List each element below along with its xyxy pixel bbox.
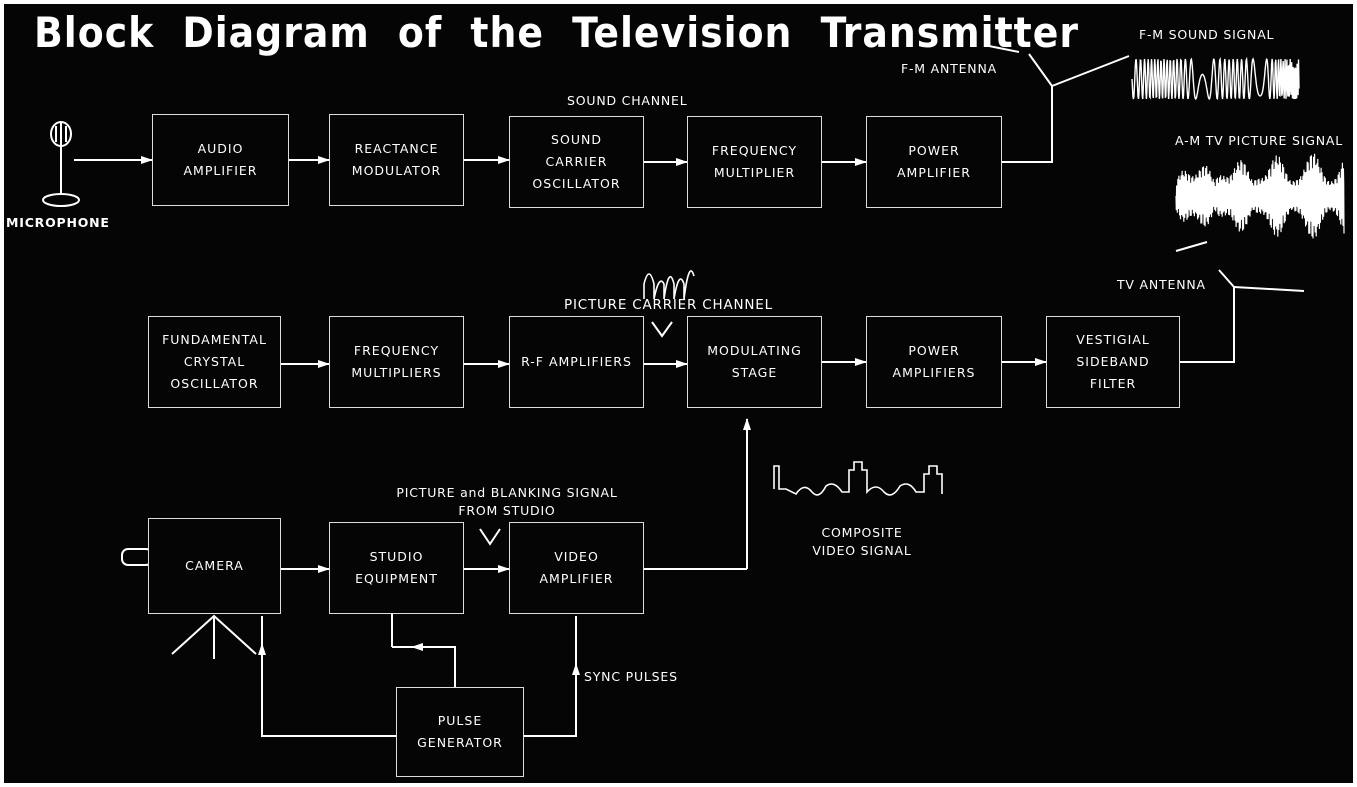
- composite-video-signal-label: COMPOSITE VIDEO SIGNAL: [792, 524, 932, 560]
- block-label: EQUIPMENT: [355, 571, 438, 586]
- label-line: VIDEO SIGNAL: [812, 543, 912, 558]
- wire-power-amp-to-fm-antenna: [1002, 86, 1053, 163]
- fundamental-crystal-oscillator-block: FUNDAMENTAL CRYSTAL OSCILLATOR: [148, 316, 281, 408]
- wire-pulse-to-camera: [261, 616, 396, 737]
- block-label: MULTIPLIER: [713, 165, 796, 180]
- block-label: STAGE: [731, 365, 778, 380]
- power-amplifiers-block: POWER AMPLIFIERS: [866, 316, 1002, 408]
- fm-antenna-right-arm: [1051, 55, 1130, 87]
- vestigial-sideband-filter-block: VESTIGIAL SIDEBAND FILTER: [1046, 316, 1180, 408]
- am-picture-signal-icon: [1175, 153, 1345, 239]
- block-label: POWER: [908, 143, 960, 158]
- carrier-notch-icon: [651, 321, 673, 338]
- microphone-label: MICROPHONE: [6, 215, 110, 230]
- fm-sound-signal-icon: [1131, 56, 1300, 100]
- block-label: FILTER: [1089, 376, 1137, 391]
- block-label: AUDIO: [197, 141, 244, 156]
- fm-sound-signal-label: F-M SOUND SIGNAL: [1139, 27, 1275, 42]
- block-label: MODULATING: [707, 343, 802, 358]
- pulse-generator-block: PULSE GENERATOR: [396, 687, 524, 777]
- wire-pulse-to-video-amp: [524, 616, 577, 737]
- block-label: SIDEBAND: [1076, 354, 1150, 369]
- block-label: CRYSTAL: [183, 354, 246, 369]
- rf-amplifiers-block: R-F AMPLIFIERS: [509, 316, 644, 408]
- page-title: Block Diagram of the Television Transmit…: [34, 8, 1080, 57]
- tv-antenna-right-arm: [1233, 286, 1305, 292]
- audio-amplifier-block: AUDIO AMPLIFIER: [152, 114, 289, 206]
- video-amplifier-block: VIDEO AMPLIFIER: [509, 522, 644, 614]
- block-label: POWER: [908, 343, 960, 358]
- frequency-multipliers-block: FREQUENCY MULTIPLIERS: [329, 316, 464, 408]
- block-label: REACTANCE: [354, 141, 439, 156]
- diagram-board: Block Diagram of the Television Transmit…: [4, 4, 1353, 783]
- block-label: CAMERA: [185, 558, 244, 573]
- block-label: AMPLIFIER: [897, 165, 971, 180]
- am-tv-picture-signal-label: A-M TV PICTURE SIGNAL: [1175, 133, 1343, 148]
- power-amplifier-block: POWER AMPLIFIER: [866, 116, 1002, 208]
- fm-antenna-tip: [988, 45, 1020, 53]
- reactance-modulator-block: REACTANCE MODULATOR: [329, 114, 464, 206]
- block-label: FUNDAMENTAL: [162, 332, 267, 347]
- modulating-stage-block: MODULATING STAGE: [687, 316, 822, 408]
- connections-layer: [42, 45, 1345, 737]
- block-label: SOUND: [551, 132, 602, 147]
- label-line: FROM STUDIO: [458, 503, 556, 518]
- tv-antenna-label: TV ANTENNA: [1117, 277, 1206, 292]
- label-line: COMPOSITE: [821, 525, 903, 540]
- picture-blanking-signal-label: PICTURE and BLANKING SIGNAL FROM STUDIO: [382, 484, 632, 520]
- wire-pulse-to-studio-a: [392, 646, 456, 687]
- frequency-multiplier-block: FREQUENCY MULTIPLIER: [687, 116, 822, 208]
- block-label: STUDIO: [369, 549, 424, 564]
- label-line: PICTURE and BLANKING SIGNAL: [396, 485, 618, 500]
- block-label: VIDEO: [554, 549, 599, 564]
- picture-carrier-channel-label: PICTURE CARRIER CHANNEL: [564, 297, 773, 313]
- block-label: R-F AMPLIFIERS: [521, 354, 632, 369]
- studio-equipment-block: STUDIO EQUIPMENT: [329, 522, 464, 614]
- fm-antenna-label: F-M ANTENNA: [901, 61, 997, 76]
- block-label: VESTIGIAL: [1076, 332, 1150, 347]
- wire-vsb-to-tv-antenna: [1180, 287, 1235, 363]
- block-label: FREQUENCY: [711, 143, 798, 158]
- block-label: OSCILLATOR: [170, 376, 259, 391]
- block-label: OSCILLATOR: [532, 176, 621, 191]
- fm-antenna-left-arm: [1028, 53, 1053, 87]
- block-label: AMPLIFIER: [539, 571, 614, 586]
- composite-video-signal-icon: [773, 461, 943, 496]
- block-label: CARRIER: [545, 154, 608, 169]
- sync-pulses-label: SYNC PULSES: [584, 669, 678, 684]
- tv-antenna-tip: [1175, 241, 1208, 252]
- block-label: MODULATOR: [351, 163, 442, 178]
- block-label: MULTIPLIERS: [351, 365, 442, 380]
- tv-antenna-left-arm: [1218, 269, 1235, 288]
- block-label: GENERATOR: [417, 735, 503, 750]
- block-label: PULSE: [437, 713, 483, 728]
- block-label: AMPLIFIERS: [892, 365, 976, 380]
- blanking-notch-icon: [479, 528, 501, 546]
- block-label: FREQUENCY: [353, 343, 440, 358]
- sound-carrier-oscillator-block: SOUND CARRIER OSCILLATOR: [509, 116, 644, 208]
- microphone-icon: [42, 121, 80, 207]
- block-label: AMPLIFIER: [183, 163, 258, 178]
- camera-block: CAMERA: [148, 518, 281, 614]
- sound-channel-label: SOUND CHANNEL: [567, 93, 688, 108]
- carrier-wave-icon: [643, 270, 695, 300]
